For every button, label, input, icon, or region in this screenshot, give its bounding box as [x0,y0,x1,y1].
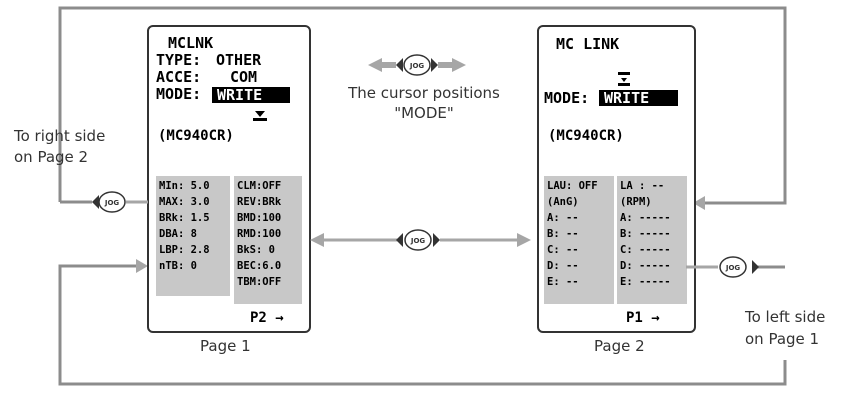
jog-label: JOG [409,62,425,70]
page1-acce-value: COM [230,68,257,86]
page1-grid-row-right: REV:BRk [237,196,282,208]
page1-grid-row-right: BEC:6.0 [237,260,281,272]
page2-mode-value: WRITE [604,89,649,107]
page1-type-label: TYPE: [156,51,201,69]
page1-grid-row-right: BkS: 0 [237,244,275,256]
page2-grid-row-left: (AnG) [547,196,579,208]
loop-bottom [58,259,787,386]
page2-mode-label: MODE: [544,89,589,107]
page1-acce-label: ACCE: [156,68,201,86]
page1-grid-row-right: TBM:OFF [237,276,281,288]
page2-grid-right: LA : -- (RPM) A: ----- B: ----- C: ----- D: -… [620,180,671,288]
jog-label: JOG [410,237,426,245]
page1-grid-row-left: MIn: 5.0 [159,180,210,192]
loop-top [58,6,787,210]
page2-grid-row-right: A: ----- [620,212,671,224]
page1-mode-highlight [212,87,290,103]
jog-middle-icon: JOG [310,229,531,251]
right-side-annotation-line1: To right side [13,127,105,145]
page1-grid-row-left: DBA: 8 [159,228,197,240]
page2-cursor-icon [618,72,630,86]
page1-grid-row-left: MAX: 3.0 [159,196,210,208]
page2-mode-highlight [599,90,678,106]
page2-grid-left: LAU: OFF (AnG) A: -- B: -- C: -- D: -- E: -- [547,180,598,288]
page1-title: MCLNK [168,34,213,52]
page2-grid-row-left: A: -- [547,212,579,224]
page2-title: MC LINK [556,35,619,53]
jog-left-icon: JOG [60,191,148,213]
page1-mode-value: WRITE [217,86,262,104]
page2-grid-row-right: C: ----- [620,244,671,256]
page2-grid-row-right: LA : -- [620,180,664,192]
page1-grid-row-right: RMD:100 [237,228,281,240]
page2-grid-row-left: LAU: OFF [547,180,598,192]
page1-mode-label: MODE: [156,85,201,103]
page1-screen: MCLNK TYPE: OTHER ACCE: COM MODE: WRITE … [147,25,311,333]
page2-caption: Page 2 [594,337,645,355]
jog-right-icon: JOG [686,256,785,278]
page1-grid-row-left: nTB: 0 [159,260,197,272]
page2-grid-row-left: C: -- [547,244,579,256]
page1-cursor-icon [253,111,267,121]
page2-grid-row-left: B: -- [547,228,579,240]
page1-grid-row-left: BRk: 1.5 [159,212,210,224]
page1-page-indicator: P2 → [250,310,284,326]
page2-grid-row-right: (RPM) [620,196,652,208]
page1-grid-row-left: LBP: 2.8 [159,244,210,256]
page2-grid-row-right: E: ----- [620,276,671,288]
page2-model: (MC940CR) [548,128,624,144]
page1-caption: Page 1 [200,337,251,355]
page1-grid-row-right: CLM:OFF [237,180,281,192]
page2-grid-left-bg [544,176,614,304]
page1-grid-row-right: BMD:100 [237,212,281,224]
page2-grid-row-right: D: ----- [620,260,671,272]
page2-grid-row-left: D: -- [547,260,579,272]
page1-model: (MC940CR) [158,128,234,144]
jog-label: JOG [104,199,120,207]
page2-page-indicator: P1 → [626,310,660,326]
left-side-annotation-line1: To left side [744,308,825,326]
page2-grid-row-right: B: ----- [620,228,671,240]
page1-grid-right-bg [234,176,302,304]
page1-type-value: OTHER [216,51,262,69]
page2-screen: MC LINK MODE: WRITE (MC940CR) LAU: OFF (… [537,25,696,333]
page1-grid-left-bg [156,176,230,296]
cursor-annotation-line2: "MODE" [394,104,454,122]
jog-cursor-icon: JOG [368,54,466,76]
right-side-annotation-line2: on Page 2 [14,148,88,166]
jog-label: JOG [725,264,741,272]
left-side-annotation-line2: on Page 1 [745,330,819,348]
cursor-annotation-line1: The cursor positions [347,84,500,102]
page2-grid-row-left: E: -- [547,276,579,288]
page2-grid-right-bg [617,176,687,304]
